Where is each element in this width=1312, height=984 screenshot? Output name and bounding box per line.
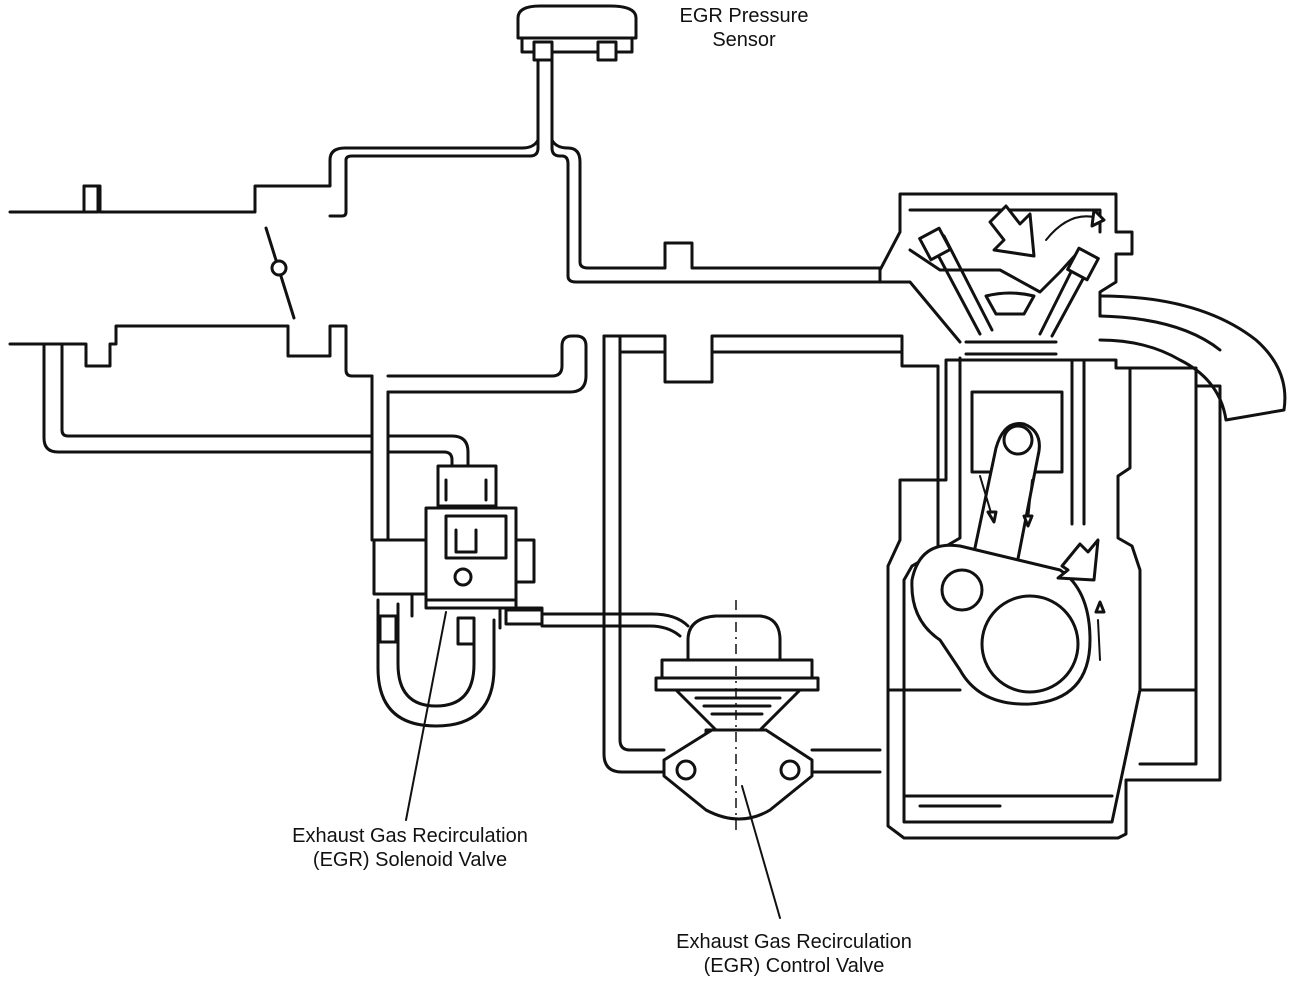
exhaust-valve xyxy=(1038,246,1100,338)
control-valve-leader xyxy=(741,785,781,919)
egr-control-valve-label: Exhaust Gas Recirculation (EGR) Control … xyxy=(644,930,944,978)
egr-solenoid-valve xyxy=(372,464,536,630)
block-flow-arrows xyxy=(979,475,1106,661)
egr-control-valve-label-line2: (EGR) Control Valve xyxy=(703,955,885,977)
solenoid-valve-leader xyxy=(405,611,447,821)
egr-pressure-sensor-label-line2: Sensor xyxy=(712,29,776,51)
egr-pressure-sensor xyxy=(516,4,638,150)
intake-duct-lower xyxy=(8,324,588,454)
crankshaft xyxy=(910,543,1092,706)
throttle-plate xyxy=(264,226,296,320)
egr-control-valve xyxy=(654,600,820,830)
intake-valve xyxy=(918,226,994,336)
cylinder-head xyxy=(878,192,1134,356)
intake-flow-arrow xyxy=(988,204,1036,258)
egr-solenoid-valve-label: Exhaust Gas Recirculation (EGR) Solenoid… xyxy=(260,824,560,872)
exhaust-manifold xyxy=(1098,294,1287,422)
egr-solenoid-valve-label-line2: (EGR) Solenoid Valve xyxy=(312,849,508,871)
egr-pipe xyxy=(602,334,946,774)
u-hose xyxy=(376,598,496,728)
egr-pressure-sensor-label: EGR Pressure Sensor xyxy=(664,4,824,52)
vacuum-hoses xyxy=(370,374,470,542)
egr-solenoid-valve-label-line1: Exhaust Gas Recirculation xyxy=(292,825,528,847)
control-hose xyxy=(504,606,690,638)
intake-duct xyxy=(8,138,882,284)
engine-block xyxy=(886,356,1222,840)
egr-control-valve-label-line1: Exhaust Gas Recirculation xyxy=(676,931,912,953)
egr-pressure-sensor-label-line1: EGR Pressure xyxy=(679,5,809,27)
exhaust-flow-arrow xyxy=(1045,208,1106,241)
